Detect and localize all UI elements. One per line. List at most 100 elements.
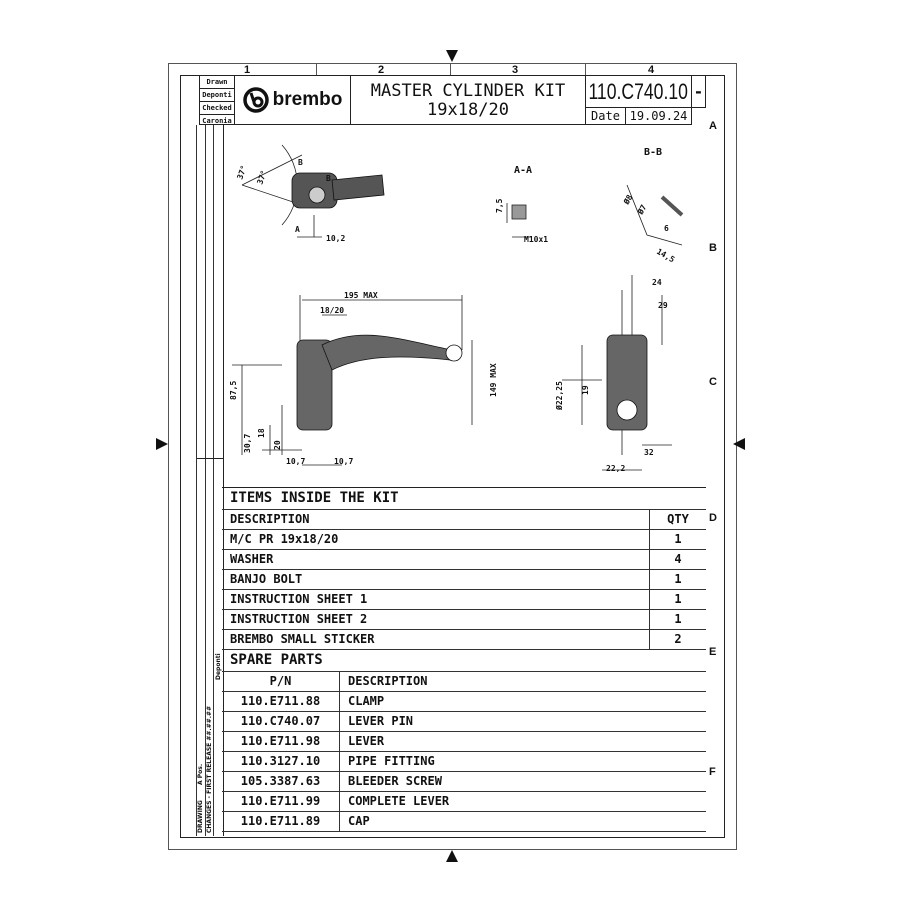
pos-label: Pos. [197,763,204,779]
col-description: DESCRIPTION [222,510,650,529]
dim-19: 19 [581,385,590,395]
dim-6: 6 [664,224,669,233]
approval-box: Drawn Deponti Checked Caronia [199,75,235,125]
dim-149-max: 149 MAX [489,363,498,397]
part-description: CAP [348,814,370,828]
rev-letter: A [197,780,204,785]
part-number-cell: 105.3387.63 [222,772,340,791]
dim-14-5: 14,5 [655,247,676,265]
revision-strip: DRAWING A Pos. CHANGES - FIRST RELEASE #… [196,125,224,836]
dim-20: 20 [273,440,282,450]
part-number-cell: 110.E711.89 [222,812,340,831]
strip-divider [197,458,223,459]
item-description: INSTRUCTION SHEET 2 [222,610,650,629]
grid-col-4: 4 [648,64,655,76]
first-release: FIRST RELEASE ##.##.## [205,705,213,794]
dim-10-7-left: 10,7 [286,457,305,466]
checked-by: Caronia [202,117,232,125]
brembo-logo-icon [242,87,269,113]
dim-24: 24 [652,278,662,287]
strip-divider [213,125,214,836]
dash: - [205,795,213,799]
drawing-label: DRAWING [197,800,204,833]
center-mark-icon [446,850,458,862]
part-number-cell: 110.E711.99 [222,792,340,811]
item-qty: 1 [674,592,682,606]
grid-col-3: 3 [512,64,519,76]
items-kit-title: ITEMS INSIDE THE KIT [230,490,399,506]
deponti-label: Deponti [214,653,222,680]
part-description: CLAMP [348,694,385,708]
dim-7-5: 7,5 [495,198,504,213]
grid-row-b: B [709,242,717,254]
part-description: BLEEDER SCREW [348,774,442,788]
table-row: BREMBO SMALL STICKER 2 [222,630,706,650]
label-a: A [295,225,300,234]
page-title: MASTER CYLINDER KIT [370,81,566,101]
col-description: DESCRIPTION [348,674,428,688]
spare-parts-title: SPARE PARTS [230,652,323,668]
item-qty: 4 [674,552,682,566]
drawn-by: Deponti [200,89,234,102]
dim-32: 32 [644,448,654,457]
grid-row-c: C [709,376,717,388]
center-mark-icon [156,438,168,450]
dim-87-5: 87,5 [229,381,238,400]
changes-label: CHANGES [205,800,213,833]
item-description: INSTRUCTION SHEET 1 [222,590,650,609]
table-row: INSTRUCTION SHEET 2 1 [222,610,706,630]
changes-line: CHANGES - FIRST RELEASE ##.##.## [206,706,213,833]
strip-divider [205,125,206,836]
item-qty: 1 [674,612,682,626]
page-subtitle: 19x18/20 [427,100,509,120]
items-kit-title-row: ITEMS INSIDE THE KIT [222,487,706,510]
part-number: 110.C740.10 [588,79,689,104]
view-section-aa: A-A [514,165,532,176]
part-number-cell: 110.E711.98 [222,732,340,751]
center-mark-icon [446,50,458,62]
col-qty: QTY [667,512,689,526]
view-section-bb: B-B [644,147,662,158]
center-mark-icon [733,438,745,450]
grid-row-f: F [709,766,716,778]
table-header: DESCRIPTION QTY [222,510,706,530]
part-number-box: 110.C740.10 [585,75,692,108]
grid-row-a: A [709,120,717,132]
label-b-2: B [326,174,331,183]
dim-angle-2: 37° [255,169,268,186]
table-row: INSTRUCTION SHEET 1 1 [222,590,706,610]
checked-label: Checked [200,102,234,115]
dim-10-7-right: 10,7 [334,457,353,466]
table-row: 110.E711.89 CAP [222,812,706,832]
dim-30-7: 30,7 [243,434,252,453]
item-qty: 1 [674,532,682,546]
grid-row-d: D [709,512,717,524]
grid-row-e: E [709,646,717,658]
revision: - [691,75,706,108]
grid-divider [316,63,317,75]
item-qty: 2 [674,632,682,646]
dim-18-20: 18/20 [320,306,344,315]
dim-angle-1: 37° [235,164,248,181]
dim-m10: M10x1 [524,235,548,244]
grid-col-1: 1 [244,64,251,76]
outer-frame [168,63,737,850]
brembo-logo: brembo [234,75,351,125]
part-number-cell: 110.3127.10 [222,752,340,771]
item-description: BREMBO SMALL STICKER [222,630,650,649]
dim-195-max: 195 MAX [344,291,378,300]
table-row: 105.3387.63 BLEEDER SCREW [222,772,706,792]
title-box: MASTER CYLINDER KIT 19x18/20 [350,75,586,125]
part-number-cell: 110.C740.07 [222,712,340,731]
